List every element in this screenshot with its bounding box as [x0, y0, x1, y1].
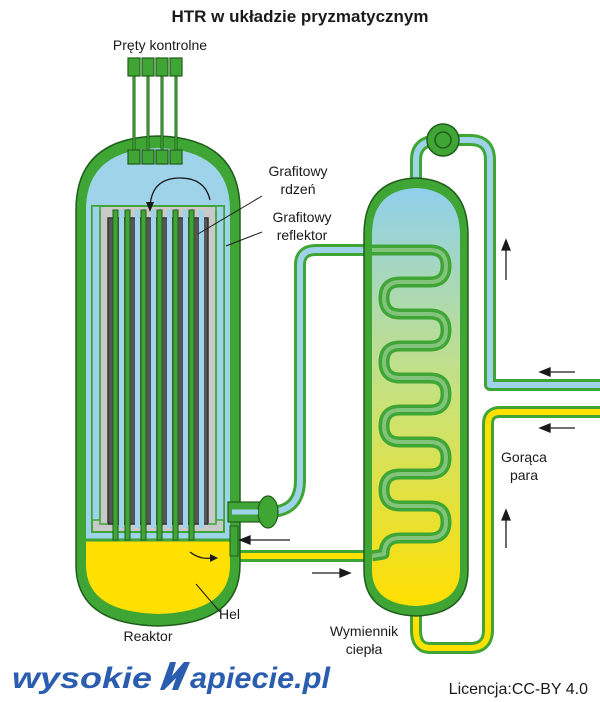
control-rods	[112, 57, 204, 541]
label-heat-exchanger-line2: ciepła	[346, 641, 383, 657]
label-heat-exchanger-line1: Wymiennik	[330, 623, 399, 639]
leader-lines	[195, 195, 263, 613]
label-graphite-reflector-line1: Grafitowy	[272, 209, 331, 225]
label-graphite-reflector-line2: reflektor	[277, 227, 328, 243]
label-graphite-core-line2: rdzeń	[280, 181, 315, 197]
label-hot-steam-line1: Gorąca	[501, 449, 547, 465]
heat-exchanger	[363, 177, 469, 617]
reactor-vessel	[75, 57, 241, 627]
label-graphite-core-line1: Grafitowy	[268, 163, 327, 179]
lightning-n-icon	[160, 662, 190, 690]
site-logo: wysokie apiecie.pl	[12, 662, 331, 695]
hot-helium-line	[230, 244, 392, 518]
license-text: Licencja:CC-BY 4.0	[449, 681, 588, 698]
circulator-pump	[426, 123, 460, 157]
flow-arrow-top	[149, 177, 211, 211]
label-reactor: Reaktor	[123, 628, 172, 644]
label-control-rods: Pręty kontrolne	[113, 37, 207, 53]
hx-coil	[372, 244, 452, 562]
logo-text-left: wysokie	[12, 662, 152, 695]
label-helium: Hel	[219, 606, 240, 622]
flow-arrows	[238, 238, 575, 578]
outlet-valve	[227, 495, 279, 529]
hot-steam-line	[410, 406, 600, 654]
cold-helium-line	[410, 134, 600, 391]
diagram-title: HTR w układzie pryzmatycznym	[172, 7, 429, 26]
logo-text-right: apiecie.pl	[190, 662, 331, 695]
label-hot-steam-line2: para	[510, 467, 538, 483]
